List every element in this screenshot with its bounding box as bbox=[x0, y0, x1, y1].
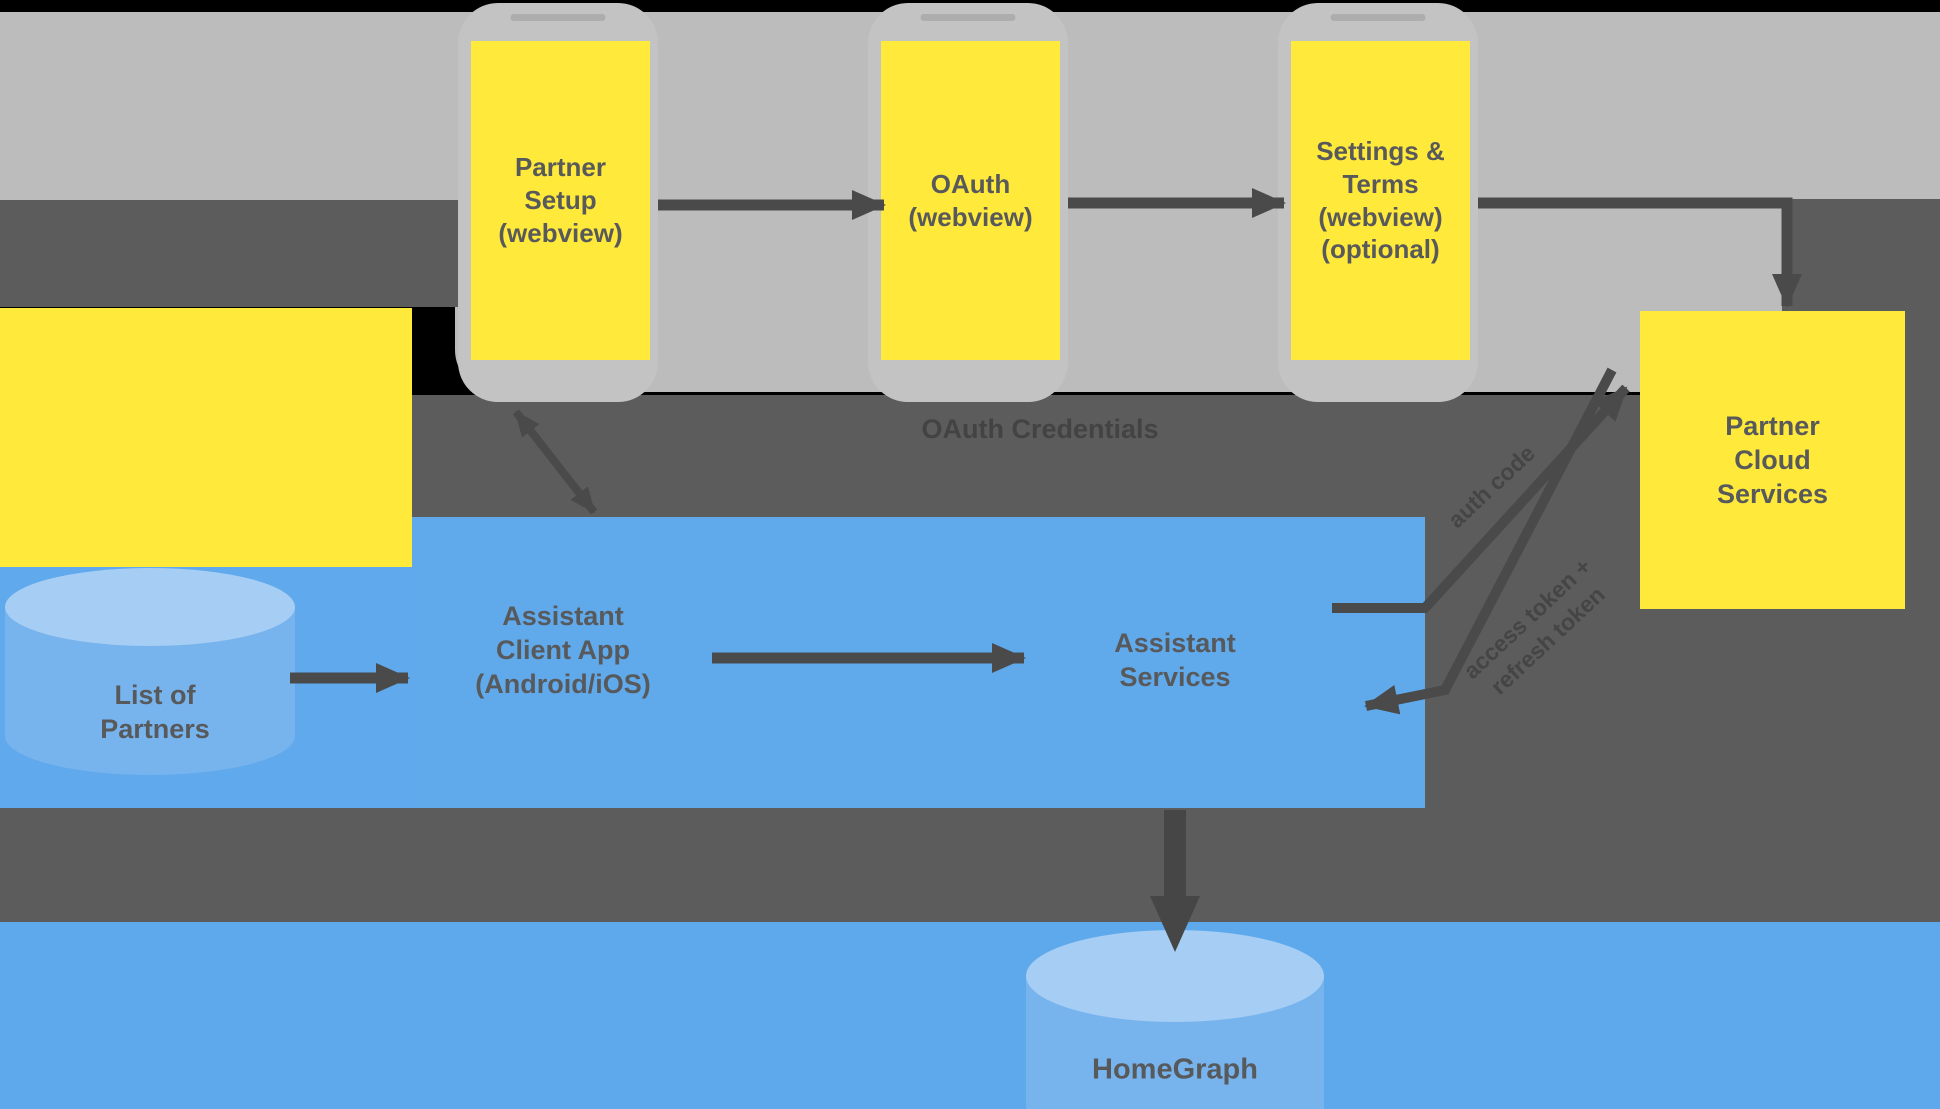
settings-terms-label: Settings & Terms (webview) (optional) bbox=[1316, 136, 1445, 265]
dark-band-left bbox=[0, 200, 458, 307]
partner-cloud-services-label: Partner Cloud Services bbox=[1716, 410, 1829, 509]
dark-band-bottom bbox=[0, 808, 1940, 922]
assistant-services-label: Assistant Services bbox=[1114, 627, 1236, 692]
oauth-credentials-label: OAuth Credentials bbox=[921, 413, 1159, 444]
node-oauth-webview: OAuth (webview) bbox=[881, 41, 1060, 360]
phone-earpiece-icon bbox=[510, 14, 606, 21]
phone-earpiece-icon bbox=[1330, 14, 1426, 21]
bottom-blue-band bbox=[0, 922, 1940, 1109]
node-settings-terms-webview: Settings & Terms (webview) (optional) bbox=[1291, 41, 1470, 360]
partner-setup-label: Partner Setup (webview) bbox=[498, 152, 623, 248]
node-partner-cloud-services: Partner Cloud Services bbox=[1640, 311, 1905, 609]
oauth-webview-label: OAuth (webview) bbox=[908, 168, 1033, 232]
list-of-partners-label: List of Partners bbox=[100, 679, 210, 744]
node-partner-setup-webview: Partner Setup (webview) bbox=[471, 41, 650, 360]
assistant-client-app-label: Assistant Client App (Android/iOS) bbox=[475, 600, 651, 700]
partner-domain-panel bbox=[0, 308, 412, 567]
homegraph-label: HomeGraph bbox=[1092, 1053, 1258, 1086]
phone-earpiece-icon bbox=[920, 14, 1016, 21]
